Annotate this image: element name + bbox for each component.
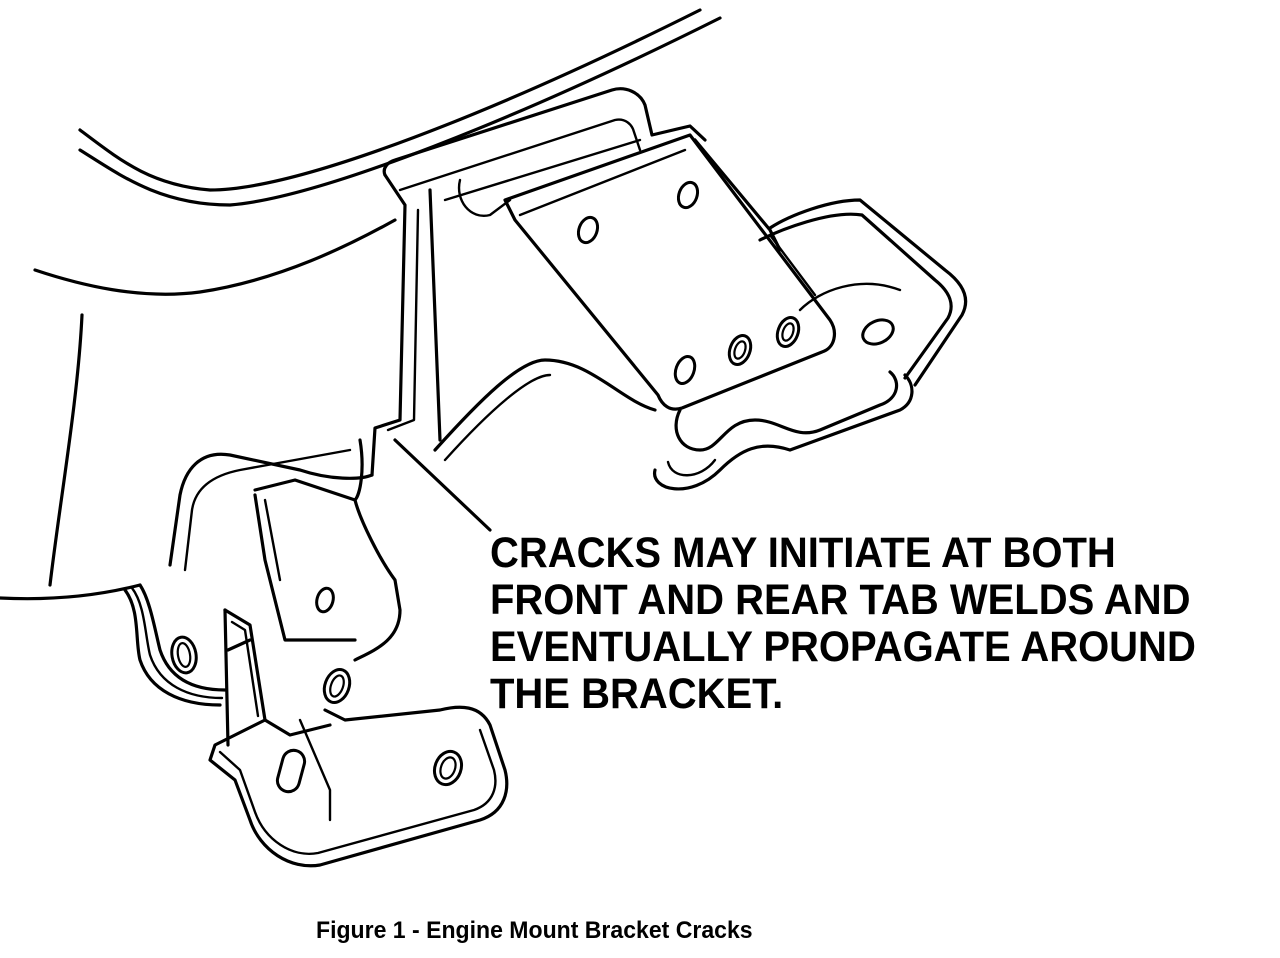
callout-line-1: CRACKS MAY INITIATE AT BOTH bbox=[490, 529, 1116, 577]
crack-callout-text: CRACKS MAY INITIATE AT BOTH FRONT AND RE… bbox=[490, 530, 1215, 718]
front-mount-bracket bbox=[123, 438, 509, 868]
callout-leader-line bbox=[393, 438, 492, 532]
callout-line-3: EVENTUALLY PROPAGATE AROUND bbox=[490, 623, 1196, 671]
figure-caption: Figure 1 - Engine Mount Bracket Cracks bbox=[316, 917, 753, 944]
rear-bracket-bolt-holes bbox=[576, 180, 895, 386]
callout-line-4: THE BRACKET. bbox=[490, 670, 784, 718]
callout-line-2: FRONT AND REAR TAB WELDS AND bbox=[490, 576, 1191, 624]
front-bracket-bolt-holes bbox=[170, 586, 464, 794]
frame-rail bbox=[0, 8, 722, 601]
rear-mount-bracket bbox=[370, 87, 968, 491]
